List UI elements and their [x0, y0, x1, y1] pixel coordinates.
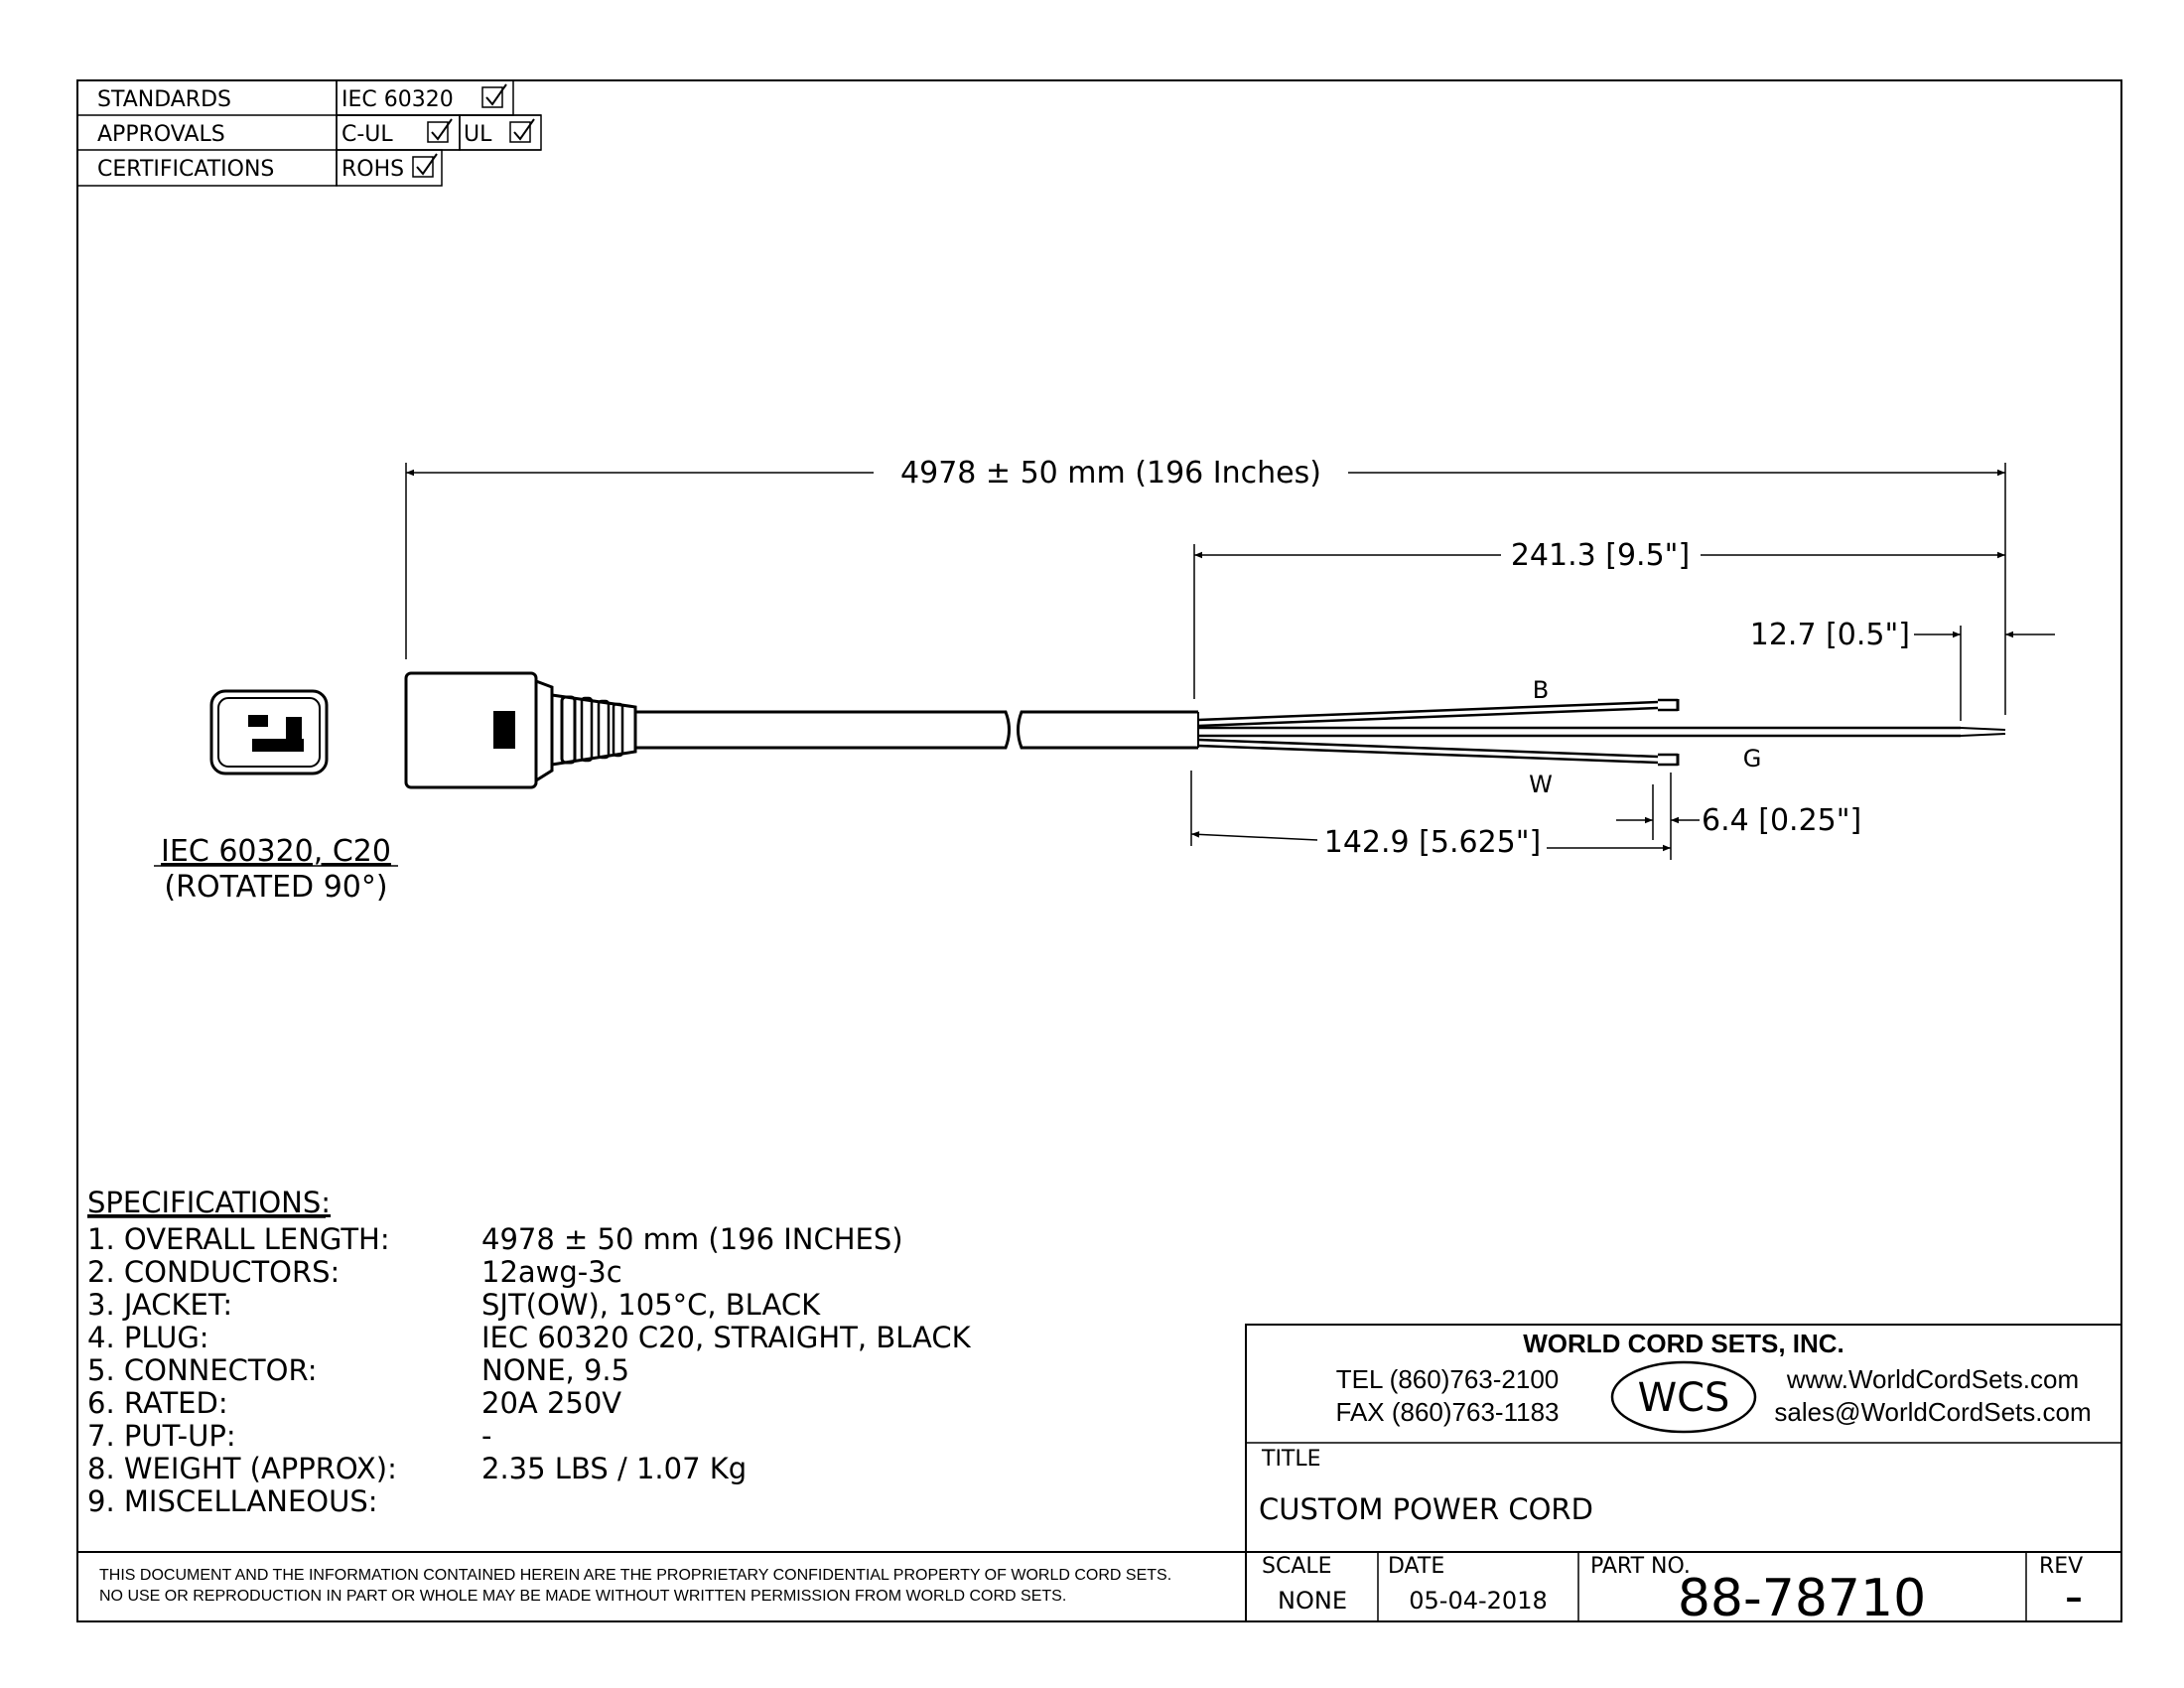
rev-value: -: [2065, 1567, 2084, 1626]
dimension-strip-outer-label: 241.3 [9.5"]: [1511, 538, 1690, 573]
spec-label: 5. CONNECTOR:: [87, 1353, 318, 1387]
spec-label: 9. MISCELLANEOUS:: [87, 1484, 378, 1518]
checkbox-checked-icon: [412, 153, 438, 178]
spec-value: 12awg-3c: [481, 1255, 622, 1289]
dimension-strip-inner-end: [1616, 784, 1700, 840]
company-email: sales@WorldCordSets.com: [1774, 1397, 2091, 1427]
spec-value: NONE, 9.5: [481, 1353, 629, 1387]
company-name: WORLD CORD SETS, INC.: [1523, 1329, 1844, 1358]
dimension-strip-end-label: 12.7 [0.5"]: [1750, 618, 1910, 652]
dimension-overall-label: 4978 ± 50 mm (196 Inches): [900, 456, 1321, 491]
connector-face-caption: IEC 60320, C20: [161, 834, 391, 869]
wcs-logo: WCS: [1610, 1360, 1757, 1434]
spec-label: 1. OVERALL LENGTH:: [87, 1222, 390, 1256]
part-number: 88-78710: [1678, 1569, 1926, 1628]
checkbox-checked-icon: [427, 118, 453, 143]
dimension-strip-inner-end-label: 6.4 [0.25"]: [1702, 803, 1861, 838]
spec-label: 2. CONDUCTORS:: [87, 1255, 340, 1289]
spec-value: 2.35 LBS / 1.07 Kg: [481, 1452, 747, 1485]
spec-value: 20A 250V: [481, 1386, 621, 1420]
company-tel: TEL (860)763-2100: [1336, 1364, 1560, 1394]
dimension-strip-end: [1914, 626, 2055, 721]
disclaimer-line-1: THIS DOCUMENT AND THE INFORMATION CONTAI…: [99, 1567, 1171, 1584]
title-block: WORLD CORD SETS, INC. TEL (860)763-2100 …: [77, 1324, 2122, 1628]
cable-jacket: [635, 710, 1199, 750]
spec-label: 6. RATED:: [87, 1386, 228, 1420]
dimension-overall-length: [405, 463, 2006, 715]
spec-value: SJT(OW), 105°C, BLACK: [481, 1288, 821, 1322]
approval-ul: UL: [464, 122, 492, 147]
scale-value: NONE: [1278, 1587, 1347, 1615]
specifications: SPECIFICATIONS: 1. OVERALL LENGTH: 4978 …: [87, 1186, 972, 1518]
wire-label-w: W: [1529, 771, 1553, 798]
company-website: www.WorldCordSets.com: [1786, 1364, 2079, 1394]
title-label: TITLE: [1261, 1447, 1321, 1472]
spec-label: 7. PUT-UP:: [87, 1419, 236, 1453]
specifications-heading: SPECIFICATIONS:: [87, 1186, 331, 1219]
spec-value: 4978 ± 50 mm (196 INCHES): [481, 1222, 903, 1256]
date-label: DATE: [1388, 1554, 1444, 1579]
dimension-strip-inner-label: 142.9 [5.625"]: [1324, 825, 1542, 860]
disclaimer-line-2: NO USE OR REPRODUCTION IN PART OR WHOLE …: [99, 1588, 1066, 1605]
certification-rohs: ROHS: [341, 157, 404, 182]
approvals-label: APPROVALS: [97, 122, 225, 147]
rev-label: REV: [2039, 1554, 2083, 1579]
spec-label: 3. JACKET:: [87, 1288, 232, 1322]
standards-label: STANDARDS: [97, 87, 231, 112]
date-value: 05-04-2018: [1409, 1587, 1547, 1615]
drawing-title: CUSTOM POWER CORD: [1259, 1492, 1593, 1526]
wire-white: [1197, 738, 1680, 767]
wire-green: [1198, 726, 2006, 738]
approval-c-ul: C-UL: [341, 122, 393, 147]
drawing-border: [76, 79, 2122, 1622]
spec-value: IEC 60320 C20, STRAIGHT, BLACK: [481, 1321, 972, 1354]
company-fax: FAX (860)763-1183: [1336, 1397, 1560, 1427]
dimension-strip-inner: [1190, 771, 1672, 860]
checkbox-checked-icon: [509, 118, 535, 143]
spec-value: -: [481, 1419, 491, 1453]
spec-label: 8. WEIGHT (APPROX):: [87, 1452, 397, 1485]
connector-face-note: (ROTATED 90°): [164, 870, 387, 905]
svg-text:WCS: WCS: [1638, 1375, 1730, 1421]
standard-iec-60320: IEC 60320: [341, 87, 454, 112]
c20-connector-face-icon: [209, 689, 329, 775]
spec-label: 4. PLUG:: [87, 1321, 209, 1354]
checkbox-checked-icon: [481, 83, 507, 108]
wire-label-g: G: [1743, 745, 1762, 773]
part-number-label: PART NO.: [1590, 1554, 1691, 1579]
wire-label-b: B: [1533, 676, 1549, 704]
c20-plug-body: [404, 671, 637, 789]
dimension-strip-outer: [1193, 544, 2005, 699]
header-table: STANDARDS APPROVALS CERTIFICATIONS IEC 6…: [76, 79, 542, 187]
scale-label: SCALE: [1262, 1554, 1332, 1579]
certifications-label: CERTIFICATIONS: [97, 157, 274, 182]
wire-black: [1197, 698, 1680, 728]
